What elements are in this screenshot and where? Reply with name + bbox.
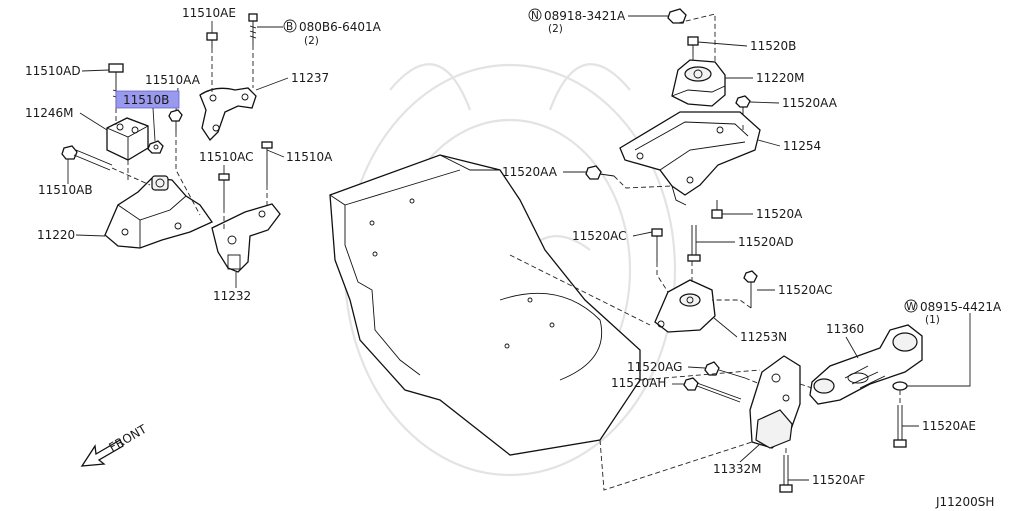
bracket-11232 [211,203,281,273]
bolt-11510aa [168,109,183,132]
bolt-11510a [261,141,273,185]
callout-11510aa: 11510AA [145,73,201,87]
diagram-code: J11200SH [935,495,994,509]
bolt-11510ae [206,32,218,48]
callout-11232: 11232 [213,289,251,303]
callout-11520ah: 11520AH [611,376,666,390]
callout-11520aa-left: 11520AA [502,165,558,179]
callout-08915: W 08915-4421A (1) [904,299,1002,387]
torque-rod-11360 [809,324,923,405]
left-mount-group [61,13,281,273]
bolt-11520ac-mid [651,228,663,262]
stud-11520ad [687,225,701,262]
bolt-11520ah [683,377,742,403]
callout-08918-number: 08918-3421A [544,9,626,23]
callout-08915-number: 08915-4421A [920,300,1002,314]
callout-11510b-text: 11510B [123,93,169,107]
callout-08918-symbol: N [531,10,539,22]
callout-08918-qty: (2) [548,23,563,35]
callout-11520af: 11520AF [812,473,865,487]
callout-11520ae: 11520AE [922,419,976,433]
callout-11520ad: 11520AD [738,235,794,249]
bracket-11254 [619,111,761,206]
bolt-11520ac-right [743,270,758,308]
bolt-11520a [711,200,723,219]
nut-08918 [667,8,687,24]
nut-11510b [147,140,164,154]
callout-11520ac-right: 11520AC [778,283,833,297]
callout-11510b: 11510B [115,90,180,142]
callout-11510ac-left: 11510AC [199,150,254,164]
right-mount-group [509,8,761,333]
callout-11220m: 11220M [756,71,805,85]
callout-08915-symbol: W [906,301,917,313]
callout-11510ad: 11510AD [25,64,81,78]
front-label: FRONT [107,422,150,455]
callout-08918: N 08918-3421A (2) [528,8,668,35]
callout-11510b-highlight [115,90,180,109]
callout-080b6-number: 080B6-6401A [299,20,382,34]
front-arrow: FRONT [80,422,150,467]
callout-080b6-symbol: B [286,21,293,33]
callout-11510ae: 11510AE [182,6,236,20]
bolt-11520af [779,455,793,493]
callout-080b6-qty: (2) [304,35,319,47]
washer-08915 [892,381,908,391]
callout-11520ag: 11520AG [627,360,682,374]
bracket-11253n [654,279,716,333]
bolt-11520b [687,36,699,55]
callout-11360: 11360 [826,322,864,336]
callout-080b6: B 080B6-6401A (2) [257,19,382,47]
callout-11520aa-top: 11520AA [782,96,838,110]
bolt-11520ag [704,361,746,379]
bolt-11520aa-left [585,165,615,180]
callout-11510a: 11510A [286,150,333,164]
callout-11246m: 11246M [25,106,74,120]
callout-11510ab: 11510AB [38,183,93,197]
bolt-11510ab [61,145,113,171]
engine-mount-11220 [104,175,213,249]
callout-11237: 11237 [291,71,329,85]
callout-08915-qty: (1) [925,314,940,326]
callout-11253n: 11253N [740,330,787,344]
callout-11332m: 11332M [713,462,762,476]
bracket-11332m [749,355,801,449]
callout-11520b: 11520B [750,39,796,53]
bolt-11520ae [893,405,907,448]
engine-block [329,154,641,456]
bolt-080b6 [248,13,258,45]
engine-mount-11220m [671,59,726,107]
bolt-11510ac-left [218,173,230,208]
stopper-11246m [106,117,149,161]
callout-11520a: 11520A [756,207,803,221]
callout-11520ac-mid: 11520AC [572,229,627,243]
callout-11254: 11254 [783,139,821,153]
callout-11220: 11220 [37,228,75,242]
